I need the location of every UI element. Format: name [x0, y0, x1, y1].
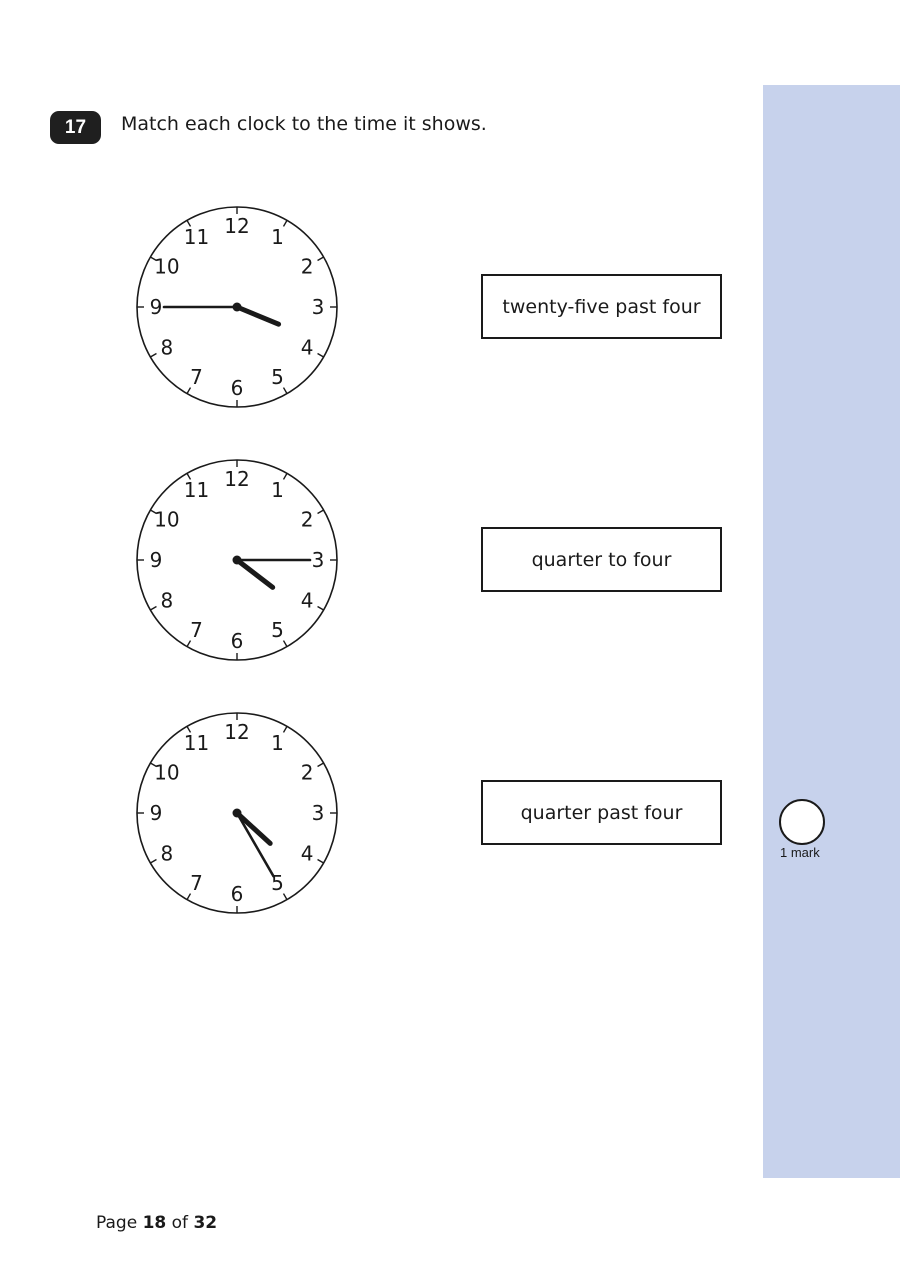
clock-numeral: 7: [190, 871, 203, 895]
hour-tick: [317, 605, 324, 611]
clock-numeral: 3: [312, 548, 325, 572]
hour-tick: [186, 387, 192, 394]
clock-numeral: 4: [301, 336, 314, 360]
hour-tick: [186, 473, 192, 480]
footer-page-total: 32: [193, 1213, 218, 1233]
hour-tick: [317, 352, 324, 358]
hour-hand: [234, 557, 276, 590]
hour-tick: [282, 473, 288, 480]
clock-center: [232, 808, 242, 818]
hour-tick: [150, 352, 157, 358]
hour-hand: [234, 304, 282, 327]
clock-numeral: 8: [160, 842, 173, 866]
clock-numeral: 4: [301, 589, 314, 613]
hour-tick: [150, 509, 157, 515]
clock-numeral: 6: [231, 882, 244, 906]
clock-numeral: 5: [271, 618, 284, 642]
clock-numeral: 1: [271, 478, 284, 502]
mark-label: 1 mark: [780, 845, 820, 860]
mark-box[interactable]: [779, 799, 825, 845]
clock-numeral: 2: [301, 761, 314, 785]
hour-tick: [186, 220, 192, 227]
clock-numeral: 11: [184, 731, 209, 755]
hour-tick: [150, 256, 157, 262]
clock-numeral: 10: [154, 761, 179, 785]
clock-numeral: 1: [271, 225, 284, 249]
marking-margin: [763, 85, 900, 1178]
hour-tick: [282, 220, 288, 227]
clock-numeral: 8: [160, 336, 173, 360]
clock-numeral: 6: [231, 629, 244, 653]
time-option-2[interactable]: quarter to four: [481, 527, 722, 592]
hour-tick: [282, 640, 288, 647]
clock-numeral: 10: [154, 508, 179, 532]
hour-hand: [234, 810, 273, 846]
hour-tick: [186, 640, 192, 647]
hour-tick: [317, 762, 324, 768]
hour-tick: [150, 858, 157, 864]
clock-center: [232, 555, 242, 565]
clock-numeral: 12: [224, 467, 249, 491]
footer-page-number: 18: [142, 1213, 167, 1233]
page-footer: Page 18 of 32: [96, 1213, 217, 1233]
clock-numeral: 12: [224, 214, 249, 238]
clock-numeral: 3: [312, 295, 325, 319]
clock-numeral: 2: [301, 508, 314, 532]
question-text: Match each clock to the time it shows.: [121, 113, 487, 135]
clock-numeral: 9: [150, 548, 163, 572]
hour-tick: [317, 256, 324, 262]
hour-tick: [186, 726, 192, 733]
hour-tick: [150, 605, 157, 611]
hour-tick: [282, 387, 288, 394]
clock-numeral: 8: [160, 589, 173, 613]
hour-tick: [317, 858, 324, 864]
hour-tick: [282, 893, 288, 900]
clock-numeral: 6: [231, 376, 244, 400]
hour-tick: [317, 509, 324, 515]
clock-numeral: 11: [184, 225, 209, 249]
minute-hand: [235, 811, 275, 878]
clock-numeral: 2: [301, 255, 314, 279]
clock-numeral: 7: [190, 365, 203, 389]
clock-numeral: 1: [271, 731, 284, 755]
clock-numeral: 4: [301, 842, 314, 866]
footer-of: of: [171, 1213, 189, 1233]
question-number-badge: 17: [50, 111, 101, 144]
clock-numeral: 3: [312, 801, 325, 825]
hour-tick: [150, 762, 157, 768]
time-option-1[interactable]: twenty-five past four: [481, 274, 722, 339]
clock-numeral: 10: [154, 255, 179, 279]
clock-numeral: 12: [224, 720, 249, 744]
clock-numeral: 7: [190, 618, 203, 642]
clock-numeral: 11: [184, 478, 209, 502]
time-option-3[interactable]: quarter past four: [481, 780, 722, 845]
clock-center: [232, 302, 242, 312]
footer-prefix: Page: [96, 1213, 138, 1233]
hour-tick: [282, 726, 288, 733]
clock-numeral: 5: [271, 365, 284, 389]
clock-numeral: 9: [150, 801, 163, 825]
clock-numeral: 9: [150, 295, 163, 319]
hour-tick: [186, 893, 192, 900]
